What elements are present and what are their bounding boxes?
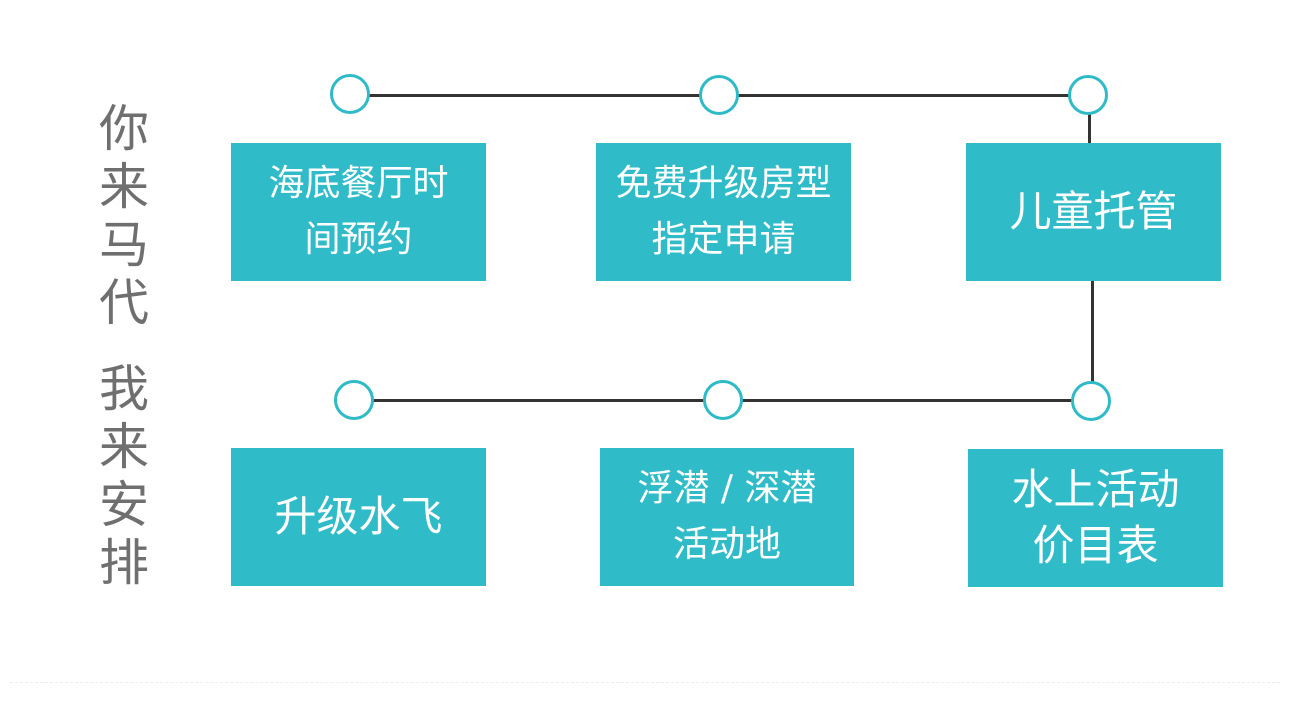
timeline-node — [699, 75, 739, 115]
slogan-char: 排 — [99, 534, 149, 592]
right-vertical-connector — [1091, 281, 1094, 403]
slogan-char: 代 — [99, 274, 149, 332]
slogan-char: 来 — [99, 158, 149, 216]
vertical-slogan: 你 来 马 代 我 来 安 排 — [96, 100, 152, 592]
timeline-node — [330, 74, 370, 114]
service-box-childcare[interactable]: 儿童托管 — [966, 143, 1221, 281]
service-label: 浮潜 / 深潜 活动地 — [637, 468, 817, 565]
timeline-node — [334, 380, 374, 420]
top-right-drop-line — [1088, 96, 1091, 143]
slogan-char: 马 — [99, 216, 149, 274]
service-label: 海底餐厅时 间预约 — [268, 163, 449, 260]
bottom-divider — [10, 682, 1280, 683]
service-box-underwater-restaurant[interactable]: 海底餐厅时 间预约 — [231, 143, 486, 281]
slogan-gap — [96, 332, 152, 360]
timeline-node — [1068, 75, 1108, 115]
timeline-node — [1071, 381, 1111, 421]
service-box-seaplane-upgrade[interactable]: 升级水飞 — [231, 448, 486, 586]
service-label: 儿童托管 — [1009, 187, 1178, 236]
slogan-char: 来 — [99, 418, 149, 476]
service-box-water-activity-prices[interactable]: 水上活动 价目表 — [968, 449, 1223, 587]
service-label: 水上活动 价目表 — [1011, 465, 1180, 570]
timeline-node — [703, 380, 743, 420]
service-box-room-upgrade[interactable]: 免费升级房型 指定申请 — [596, 143, 851, 281]
slogan-char: 你 — [99, 100, 149, 158]
slogan-char: 我 — [99, 360, 149, 418]
slogan-char: 安 — [99, 476, 149, 534]
service-label: 升级水飞 — [274, 492, 443, 541]
service-box-diving-sites[interactable]: 浮潜 / 深潜 活动地 — [600, 448, 854, 586]
service-label: 免费升级房型 指定申请 — [615, 163, 832, 260]
